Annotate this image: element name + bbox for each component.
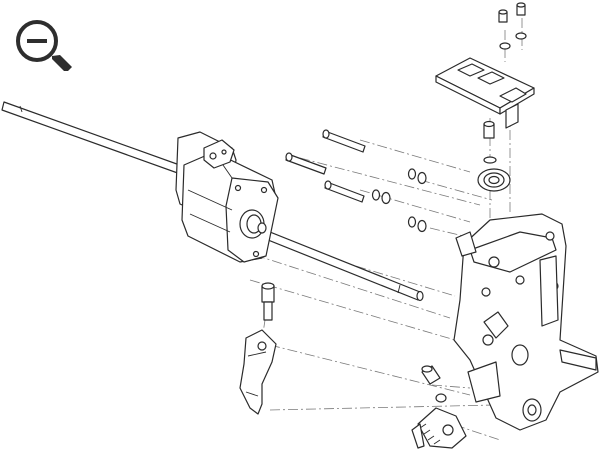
- idler-lever: [239, 329, 277, 415]
- magnifier-minus-icon: [16, 20, 72, 71]
- endstop-board: [435, 57, 535, 129]
- washers: [371, 168, 427, 233]
- lead-screw-upper: [1, 101, 189, 177]
- top-fasteners: [498, 2, 527, 50]
- drive-gear: [411, 407, 467, 449]
- idler-screw: [261, 282, 275, 321]
- stepper-motor: [175, 131, 279, 263]
- extruder-body: [453, 213, 599, 431]
- zoom-out-button[interactable]: [14, 18, 80, 74]
- bearing-assembly: [477, 120, 511, 192]
- gear-fasteners: [421, 365, 447, 403]
- mounting-screws: [285, 129, 366, 203]
